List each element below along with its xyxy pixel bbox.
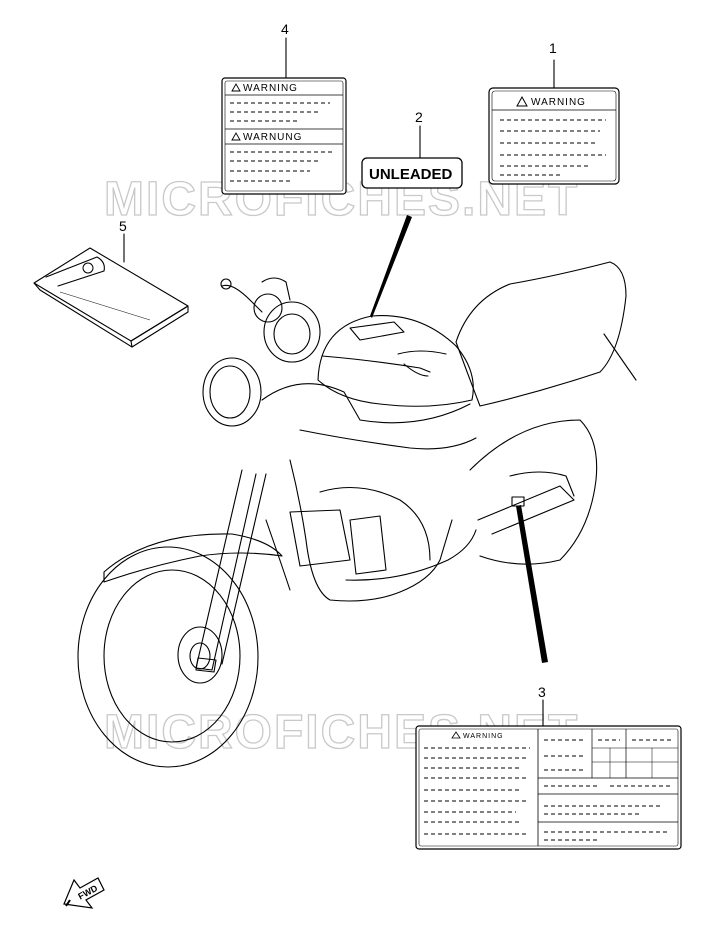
callout-4: 4 [281, 21, 289, 37]
warning-label-part-1[interactable]: 1 WARNING [488, 40, 620, 185]
warning-triangle-icon [231, 132, 241, 141]
label-4-title-bottom: WARNUNG [243, 132, 302, 143]
warning-triangle-icon [516, 95, 528, 107]
motorcycle-illustration [77, 261, 637, 768]
label-1-title: WARNING [531, 97, 586, 108]
callout-2: 2 [415, 109, 423, 125]
callout-5: 5 [119, 218, 127, 234]
callout-3: 3 [538, 684, 546, 700]
warning-triangle-icon [451, 731, 461, 739]
callout-1: 1 [549, 40, 557, 56]
manual-pouch-part-5[interactable]: 5 [33, 218, 189, 348]
fuel-label-text: UNLEADED [369, 166, 453, 183]
warning-label-part-4[interactable]: 4 WARNING WARNUNG [221, 21, 347, 195]
label-3-title: WARNING [463, 733, 504, 740]
forward-arrow-icon [63, 877, 105, 909]
label-4-title-top: WARNING [243, 83, 298, 94]
fuel-label-part-2[interactable]: 2 UNLEADED [361, 109, 463, 318]
forward-direction-indicator: FWD [63, 877, 105, 909]
warning-triangle-icon [231, 83, 241, 92]
info-label-part-3[interactable]: 3 WARNING [415, 684, 682, 850]
